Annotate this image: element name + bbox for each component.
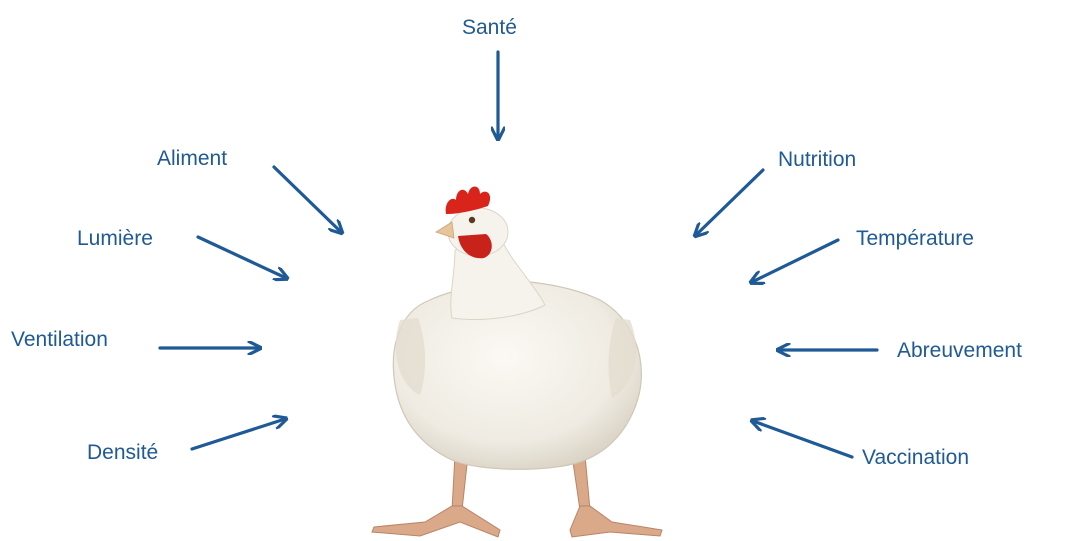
label-aliment: Aliment [157, 147, 227, 171]
arrow-vaccination [753, 421, 852, 457]
arrow-densite [192, 419, 285, 449]
label-densite: Densité [87, 441, 158, 465]
label-abreuvement: Abreuvement [897, 339, 1022, 363]
label-sante: Santé [462, 16, 517, 40]
arrow-aliment [274, 167, 341, 232]
label-vaccination: Vaccination [862, 446, 969, 470]
arrow-nutrition [696, 170, 763, 235]
arrow-temperature [752, 240, 838, 282]
label-ventilation: Ventilation [11, 328, 108, 352]
chicken-beak [436, 222, 454, 238]
broiler-chicken-photo [372, 187, 662, 538]
label-temperature: Température [856, 227, 974, 251]
arrow-lumiere [198, 237, 286, 278]
label-nutrition: Nutrition [778, 148, 856, 172]
chicken-eye [469, 217, 475, 223]
label-lumiere: Lumière [77, 227, 153, 251]
